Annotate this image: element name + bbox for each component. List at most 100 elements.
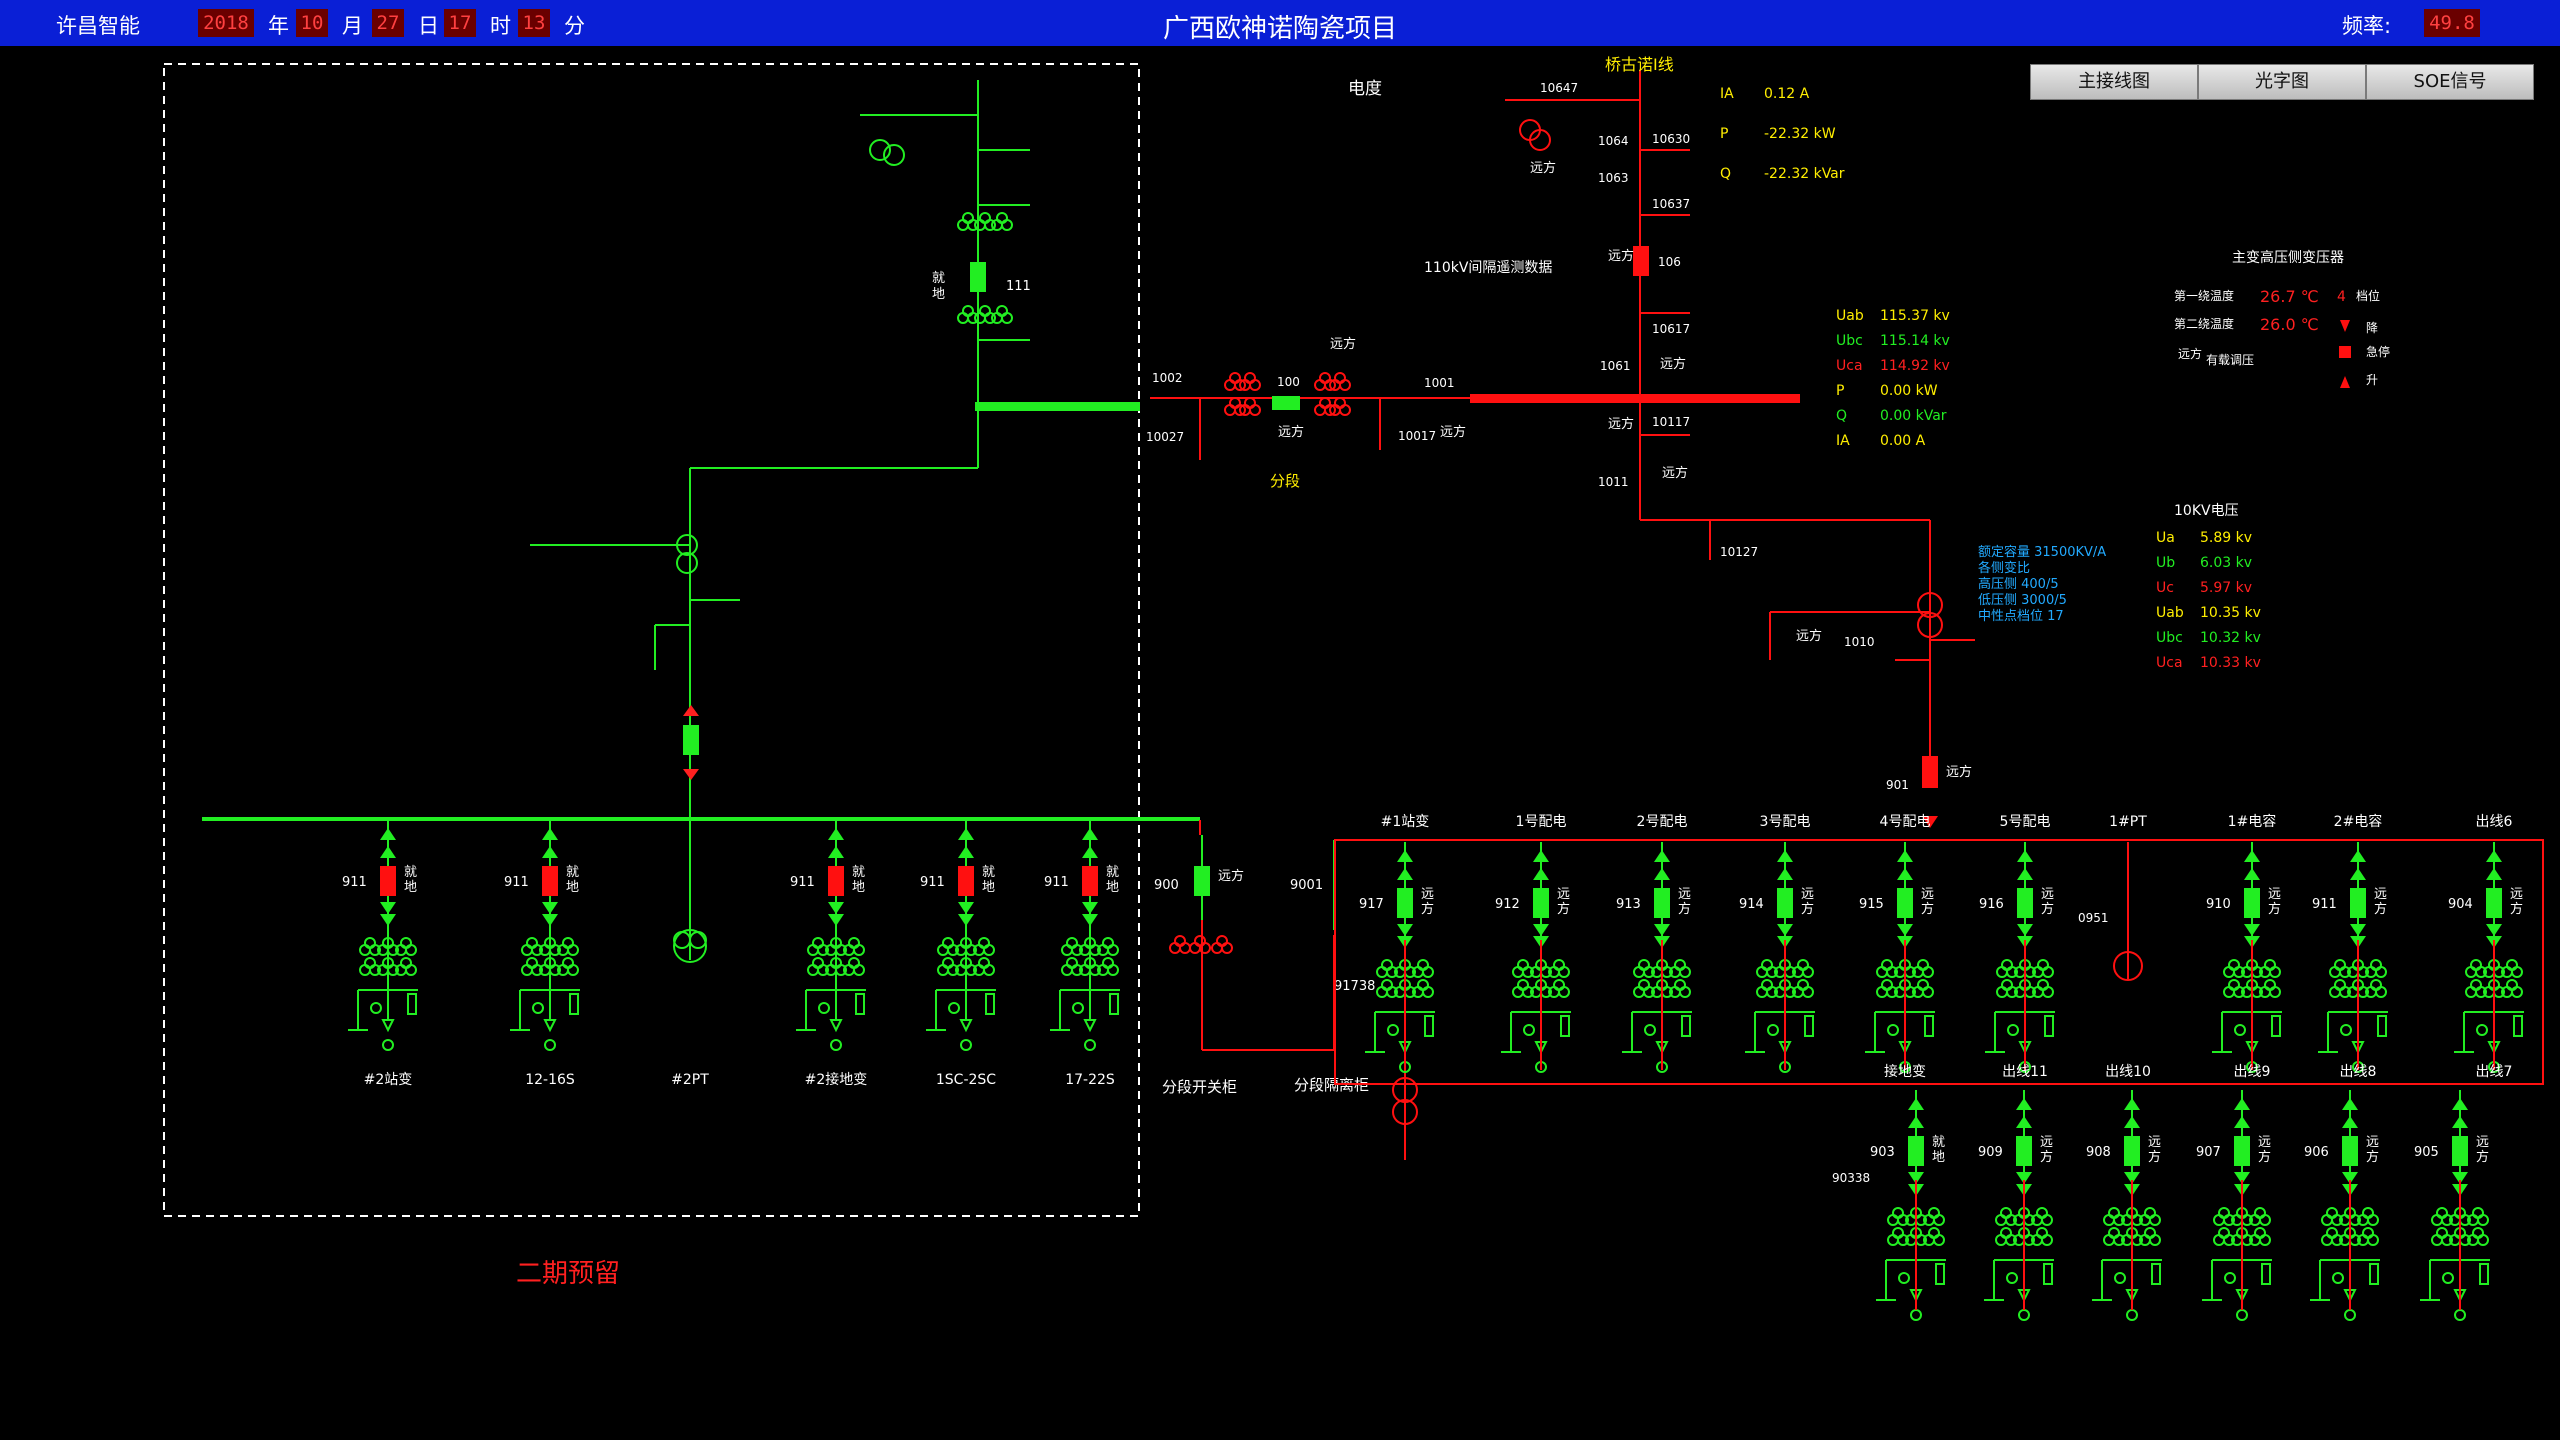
feeder-breaker[interactable]	[2244, 888, 2260, 918]
feeder-mode: 远	[1557, 887, 1570, 902]
feeder-breaker[interactable]	[2017, 888, 2033, 918]
year-value: 2018	[198, 9, 254, 37]
stop-label: 急停	[2366, 344, 2390, 359]
svg-text:方: 方	[2476, 1149, 2489, 1165]
label-10617: 10617	[1652, 322, 1690, 336]
meas-value: -22.32 kW	[1764, 126, 1836, 142]
feeder-breaker[interactable]	[2452, 1136, 2468, 1166]
label-901: 901	[1886, 778, 1909, 792]
label-10647: 10647	[1540, 81, 1578, 95]
company-name: 许昌智能	[56, 14, 140, 38]
feeder-breaker[interactable]	[1082, 866, 1098, 896]
tap-down-icon[interactable]	[2340, 320, 2350, 332]
label-10027: 10027	[1146, 430, 1184, 444]
feeder-breaker[interactable]	[2016, 1136, 2032, 1166]
meas-value: -22.32 kVar	[1764, 166, 1845, 182]
feeder-breaker[interactable]	[958, 866, 974, 896]
meas-name: P	[1720, 126, 1728, 142]
remote-1061: 远方	[1660, 356, 1686, 372]
meas-name: Ubc	[1836, 333, 1863, 349]
meas-name: Q	[1720, 166, 1731, 182]
tap-down-label: 降	[2366, 321, 2378, 335]
feeder-number: 914	[1739, 897, 1764, 912]
top-bar: 许昌智能 2018 年 10 月 27 日 17 时 13 分 广西欧神诺陶瓷项…	[0, 0, 2560, 46]
meas-name: Uab	[2156, 605, 2184, 621]
right-feeder-label: 4号配电	[1880, 814, 1931, 830]
tx-rating-line: 各侧变比	[1978, 560, 2030, 576]
meas-name: Uab	[1836, 308, 1864, 324]
right-feeders-top: #1站变917远方1号配电912远方2号配电913远方3号配电914远方4号配电…	[1359, 813, 2524, 1080]
meas-value: 5.97 kv	[2200, 580, 2252, 596]
label-10637: 10637	[1652, 197, 1690, 211]
label-1010: 1010	[1844, 635, 1875, 649]
feeder-breaker[interactable]	[1533, 888, 1549, 918]
feeder-mode: 远	[2258, 1135, 2271, 1150]
feeder-breaker[interactable]	[2350, 888, 2366, 918]
breaker-901[interactable]	[1922, 756, 1938, 788]
feeder-number: 910	[2206, 897, 2231, 912]
feeder-mode: 远	[2476, 1135, 2489, 1150]
feeder-breaker[interactable]	[1897, 888, 1913, 918]
soe-signal-button[interactable]: SOE信号	[2366, 64, 2534, 100]
feeder-breaker[interactable]	[828, 866, 844, 896]
feeder-breaker[interactable]	[2124, 1136, 2140, 1166]
tap-label: 档位	[2356, 288, 2380, 303]
feeder-mode: 远	[2510, 887, 2523, 902]
remote-1011: 远方	[1662, 465, 1688, 481]
svg-text:方: 方	[2148, 1149, 2161, 1165]
label-10117: 10117	[1652, 415, 1690, 429]
meas-value: 10.32 kv	[2200, 630, 2261, 646]
remote-1001-upper: 远方	[1330, 336, 1356, 352]
main-wiring-button[interactable]: 主接线图	[2030, 64, 2198, 100]
feeder-number: 911	[504, 875, 529, 890]
fenduan-label: 分段	[1270, 472, 1300, 490]
tap-up-icon[interactable]	[2340, 376, 2350, 388]
meas-value: 0.00 kVar	[1880, 408, 1947, 424]
svg-text:地: 地	[932, 287, 945, 302]
hour-unit: 时	[490, 14, 511, 38]
month-value: 10	[296, 9, 328, 37]
feeder-breaker[interactable]	[542, 866, 558, 896]
left-feeder-name: #2PT	[671, 1072, 709, 1088]
breaker-106[interactable]	[1633, 246, 1649, 276]
right-feeder-label: 3号配电	[1760, 814, 1811, 830]
feeder-breaker[interactable]	[1777, 888, 1793, 918]
meas-name: IA	[1836, 433, 1850, 449]
feeder-breaker[interactable]	[380, 866, 396, 896]
label-9001: 9001	[1290, 878, 1323, 893]
minute-value: 13	[518, 9, 550, 37]
meas-name: P	[1836, 383, 1844, 399]
feeder-breaker[interactable]	[1908, 1136, 1924, 1166]
day-value: 27	[372, 9, 404, 37]
remote-900: 远方	[1218, 868, 1244, 884]
breaker-900[interactable]	[1194, 866, 1210, 896]
breaker-100[interactable]	[1272, 396, 1300, 410]
svg-text:方: 方	[2366, 1149, 2379, 1165]
meas-name: Ubc	[2156, 630, 2183, 646]
kv10-title: 10KV电压	[2174, 503, 2239, 519]
temp2-label: 第二绕温度	[2174, 316, 2234, 331]
feeder-breaker[interactable]	[1397, 888, 1413, 918]
feeder-mode: 远	[1678, 887, 1691, 902]
emergency-stop-icon[interactable]	[2339, 346, 2351, 358]
frequency-value: 49.8	[2424, 9, 2480, 37]
right-feeder-bottom-label: 接地变	[1884, 1063, 1926, 1080]
light-panel-button[interactable]: 光字图	[2198, 64, 2366, 100]
phase2-boundary	[163, 63, 1140, 1217]
remote-1010: 远方	[1796, 628, 1822, 644]
feeder-number: 903	[1870, 1145, 1895, 1160]
right-feeder-bottom-label: 出线11	[2002, 1064, 2048, 1080]
feeder-number: 915	[1859, 897, 1884, 912]
feeder-breaker[interactable]	[1654, 888, 1670, 918]
right-10kv-bus-frame	[1334, 839, 2544, 1085]
feeder-mode: 就	[1106, 865, 1119, 880]
tx-remote-label: 远方	[2178, 346, 2202, 361]
feeder-breaker[interactable]	[2342, 1136, 2358, 1166]
feeder-breaker[interactable]	[2234, 1136, 2250, 1166]
left-main-breaker[interactable]	[683, 725, 699, 755]
feeder-breaker[interactable]	[2486, 888, 2502, 918]
incoming-line-name: 桥古诺I线	[1605, 55, 1674, 74]
breaker-111[interactable]	[970, 262, 986, 292]
